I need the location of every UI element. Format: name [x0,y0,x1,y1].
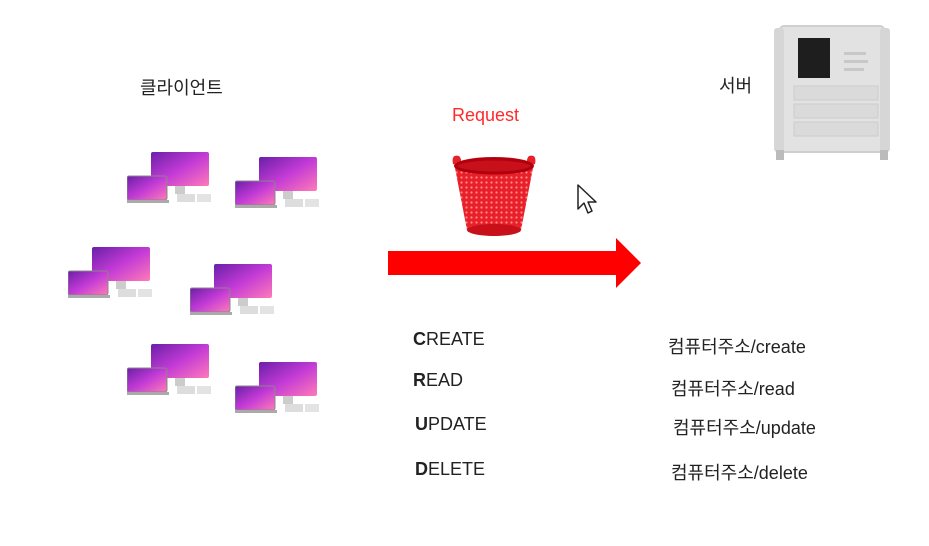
server-label: 서버 [719,76,753,96]
operation-initial: D [415,459,428,479]
url-update: 컴퓨터주소/update [673,418,816,438]
url-delete: 컴퓨터주소/delete [671,463,808,483]
device-icon [127,344,211,395]
device-icon [127,152,211,203]
operation-delete: DELETE [415,459,485,480]
url-read: 컴퓨터주소/read [671,379,795,399]
server-tower-icon [774,25,890,160]
basket-icon [452,155,536,236]
request-label: Request [452,105,520,125]
operation-rest: REATE [426,329,485,349]
arrow-right-icon [388,238,641,288]
operation-read: READ [413,370,463,391]
operation-initial: R [413,370,426,390]
device-icon [190,264,274,315]
operation-rest: PDATE [428,414,487,434]
operation-initial: C [413,329,426,349]
operation-create: CREATE [413,329,485,350]
device-icon [235,362,319,413]
mouse-cursor-icon [577,184,597,214]
device-icon [68,247,152,298]
operation-rest: ELETE [428,459,486,479]
client-label: 클라이언트 [140,78,223,98]
operation-rest: EAD [426,370,464,390]
operation-update: UPDATE [415,414,487,435]
url-create: 컴퓨터주소/create [668,337,806,357]
device-icon [235,157,319,208]
operation-initial: U [415,414,428,434]
